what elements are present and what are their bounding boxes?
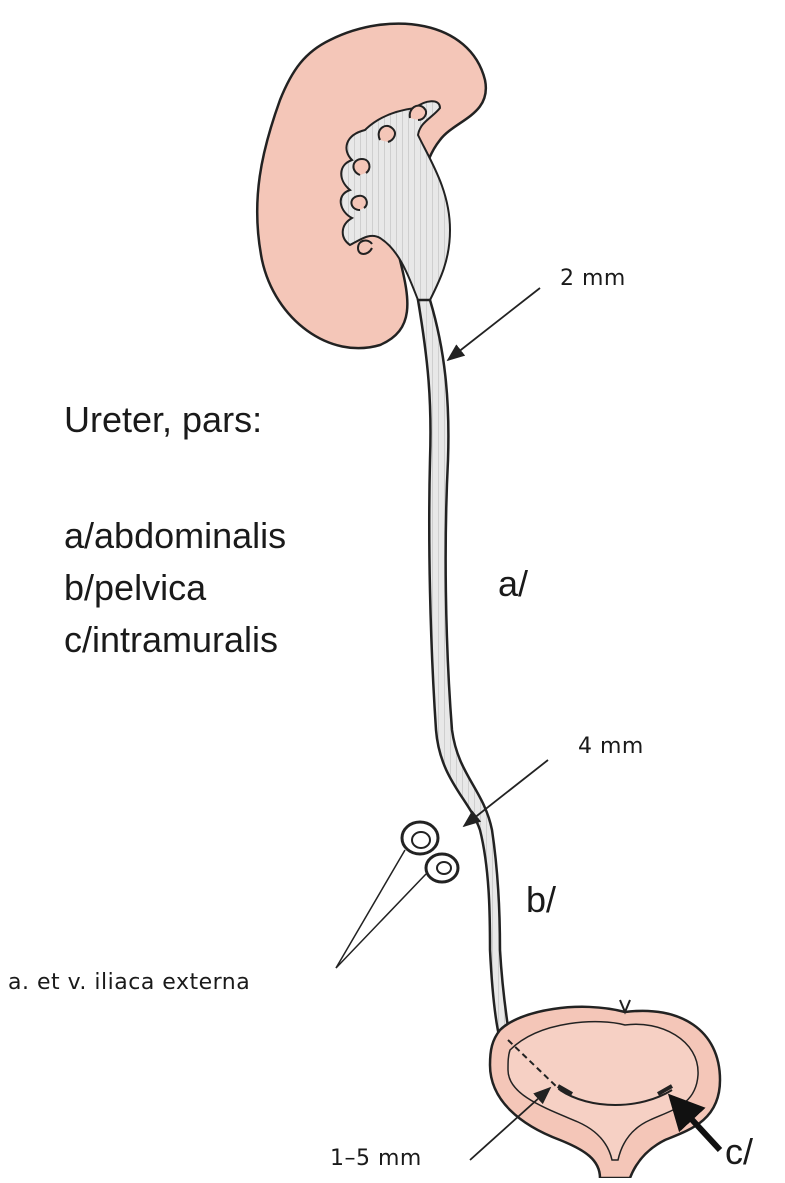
segment-label-c: c/ bbox=[725, 1130, 753, 1174]
legend-item-abdominalis: a/abdominalis bbox=[64, 514, 286, 558]
calyx-lower bbox=[351, 196, 366, 210]
calyx-top-right bbox=[410, 106, 426, 120]
calyx-middle bbox=[353, 159, 369, 175]
ureter bbox=[418, 300, 510, 1040]
calyx-upper bbox=[379, 126, 395, 142]
iliac-vessels bbox=[402, 822, 458, 882]
vessel-label: a. et v. iliaca externa bbox=[8, 970, 250, 995]
vessel-pointer-2 bbox=[336, 874, 426, 968]
legend-item-pelvica: b/pelvica bbox=[64, 566, 206, 610]
arrow-2mm bbox=[448, 288, 540, 360]
calyx-bottom bbox=[358, 241, 372, 254]
legend-title: Ureter, pars: bbox=[64, 398, 262, 442]
segment-label-a: a/ bbox=[498, 562, 528, 606]
measure-2mm: 2 mm bbox=[560, 266, 626, 291]
vessel-pointer-1 bbox=[336, 850, 405, 968]
measure-4mm: 4 mm bbox=[578, 734, 644, 759]
legend-item-intramuralis: c/intramuralis bbox=[64, 618, 278, 662]
segment-label-b: b/ bbox=[526, 878, 556, 922]
measure-1-5mm: 1–5 mm bbox=[330, 1146, 422, 1171]
